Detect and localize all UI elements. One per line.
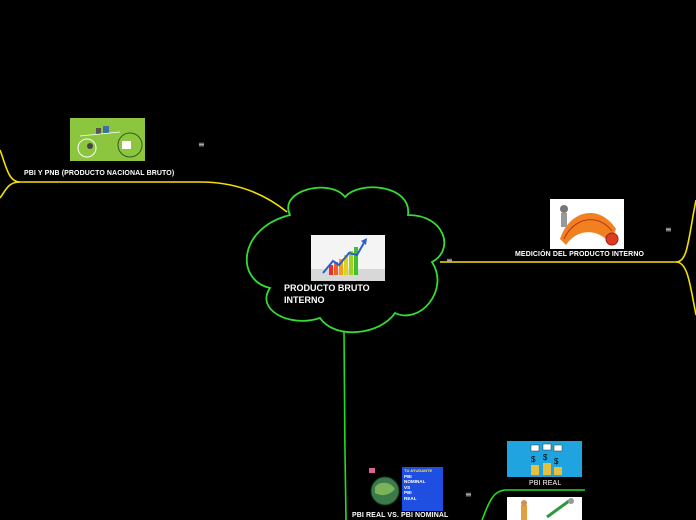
topic-real-nominal-label[interactable]: PBI REAL VS. PBI NOMINAL [352, 512, 449, 519]
real-nominal-menu-icon[interactable]: ≡ [465, 490, 472, 499]
branch-pbi-pnb [0, 181, 288, 213]
branch-pbi-pnb-up [0, 149, 21, 183]
central-topic-title[interactable]: PRODUCTO BRUTO INTERNO [284, 283, 370, 305]
pbi-real-image[interactable]: $ $ $ [507, 441, 582, 477]
caption-line-2: PBI [404, 473, 412, 479]
coins-growth-illustration: $ $ $ [507, 441, 582, 477]
caption-line-3: NOMINAL [404, 479, 426, 485]
svg-text:$: $ [554, 457, 559, 466]
pbi-pnb-image[interactable] [70, 118, 145, 161]
topic-medicion-label[interactable]: MEDICIÓN DEL PRODUCTO INTERNO [515, 251, 645, 258]
real-nominal-image[interactable]: TU AYUDANTE PBI NOMINAL VS PBI REAL [368, 467, 443, 511]
measuring-tape-illustration [550, 199, 624, 249]
central-menu-icon[interactable]: ≡ [446, 256, 453, 265]
globe-illustration [368, 467, 402, 511]
svg-text:$: $ [543, 453, 548, 462]
central-image[interactable] [311, 235, 385, 281]
branch-pbi-real [481, 489, 585, 520]
caption-line-5: PBI [404, 490, 412, 496]
branch-real-nominal [343, 329, 347, 520]
caption-line-6: REAL [404, 495, 417, 501]
worker-illustration [507, 497, 582, 520]
svg-text:$: $ [531, 455, 536, 464]
caption-line-1: TU AYUDANTE [404, 468, 433, 473]
caption-line-4: VS [404, 484, 411, 490]
lower-topic-image[interactable] [507, 497, 582, 520]
growth-bar-chart-icon [311, 238, 385, 281]
pbi-pnb-menu-icon[interactable]: ≡ [198, 140, 205, 149]
economy-cycle-illustration [70, 118, 145, 161]
real-nominal-image-caption: TU AYUDANTE PBI NOMINAL VS PBI REAL [404, 468, 432, 502]
medicion-menu-icon[interactable]: ≡ [665, 225, 672, 234]
medicion-image[interactable] [550, 199, 624, 249]
topic-pbi-real-label[interactable]: PBI REAL [529, 480, 562, 487]
topic-pbi-pnb-label[interactable]: PBI Y PNB (PRODUCTO NACIONAL BRUTO) [24, 170, 175, 177]
branch-medicion-down [675, 261, 696, 316]
